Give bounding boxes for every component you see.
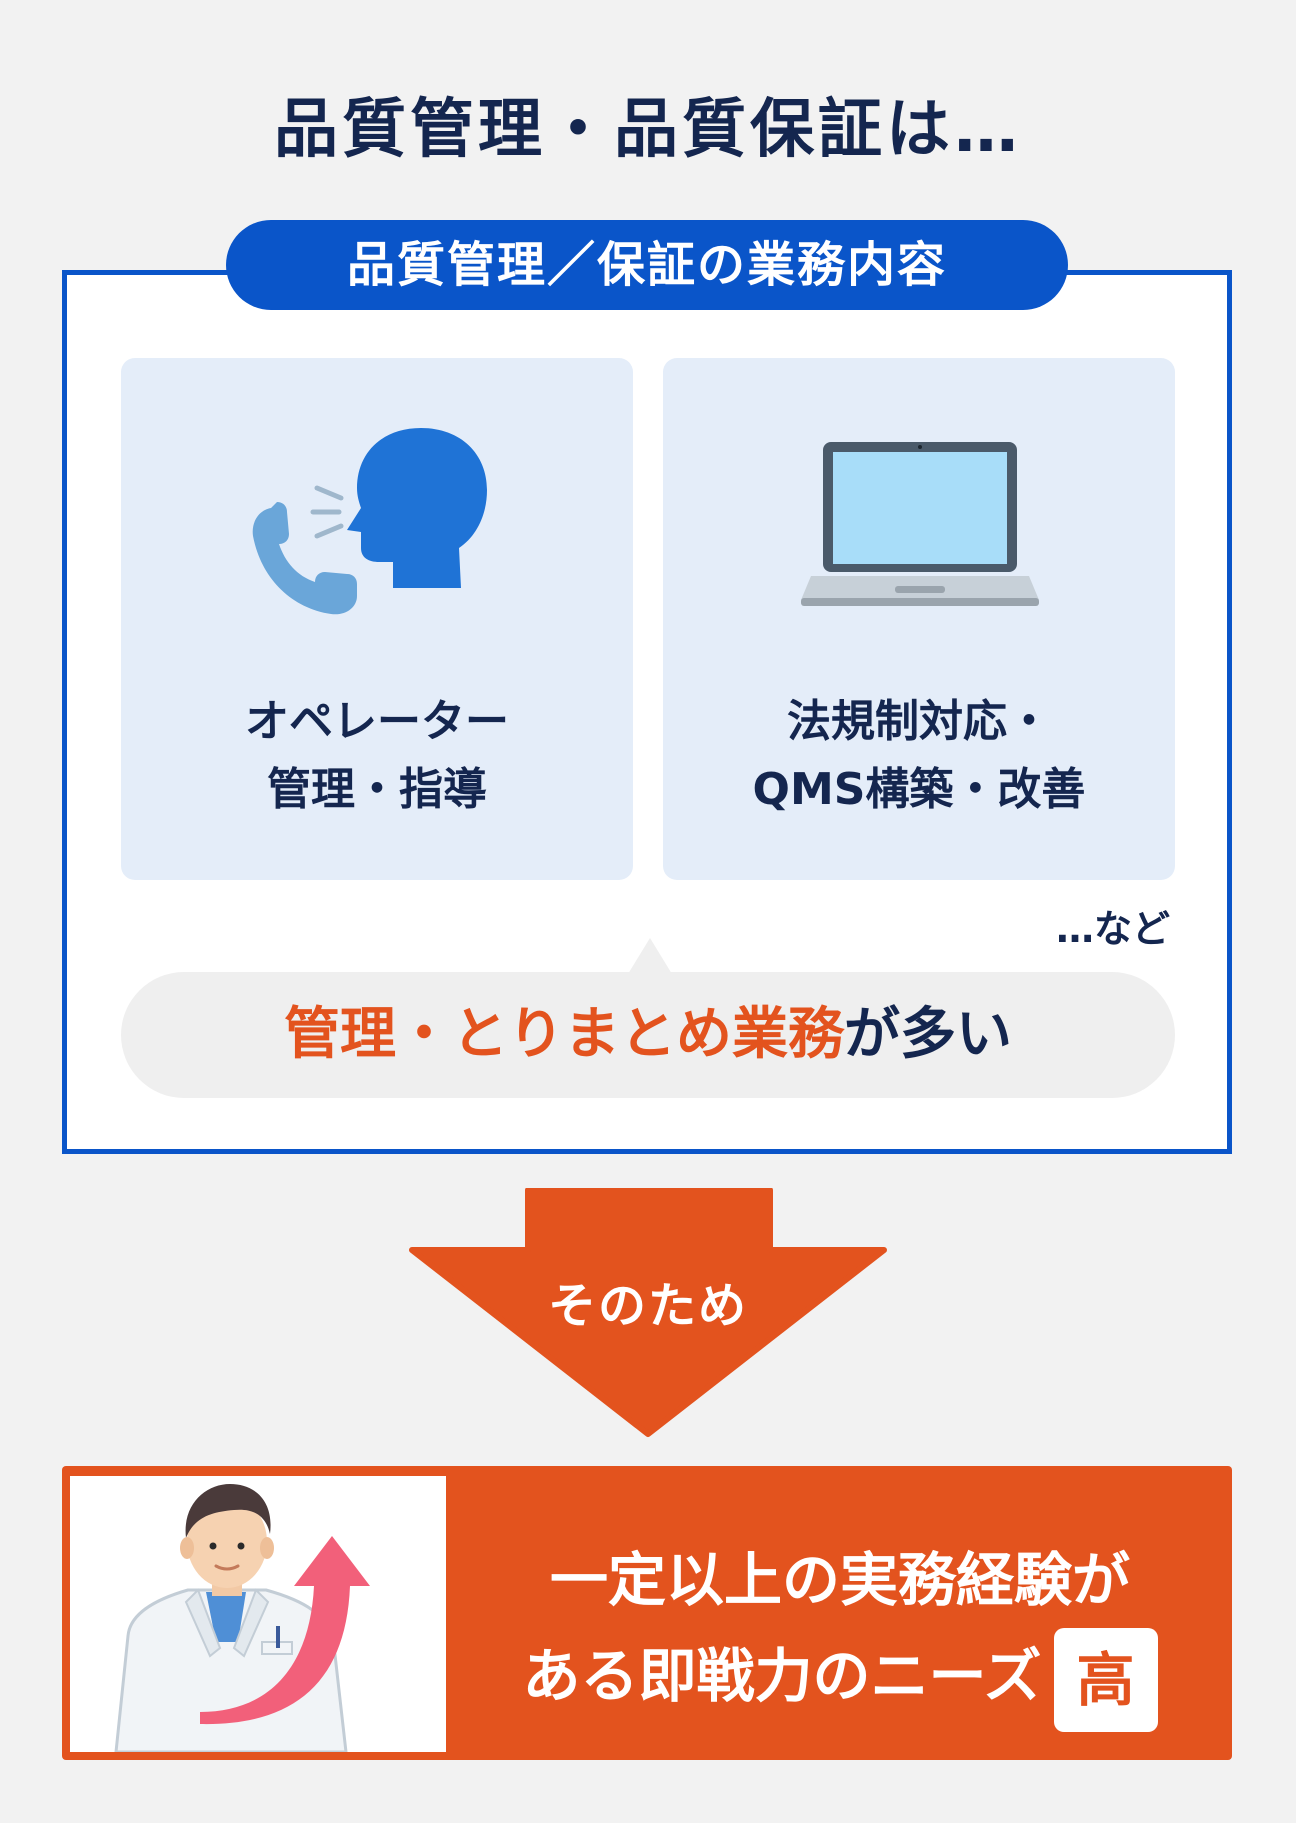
page-title: 品質管理・品質保証は… <box>274 93 1022 167</box>
phone-speaking-person-icon <box>121 418 633 618</box>
card-line-2: QMS構築・改善 <box>752 764 1086 815</box>
laptop-icon <box>663 418 1175 618</box>
doctor-illustration <box>70 1476 446 1752</box>
down-arrow-icon <box>0 1187 1296 1438</box>
result-text: 一定以上の実務経験が ある即戦力のニーズ高 <box>470 1532 1210 1732</box>
bubble-accent-text: 管理・とりまとめ業務 <box>284 1002 844 1067</box>
summary-bubble: 管理・とりまとめ業務が多い <box>121 972 1175 1098</box>
card-regulation-qms: 法規制対応・ QMS構築・改善 <box>663 358 1175 880</box>
card-operator-management: オペレーター 管理・指導 <box>121 358 633 880</box>
card-line-2: 管理・指導 <box>267 764 487 815</box>
result-line-2: ある即戦力のニーズ <box>522 1642 1042 1711</box>
result-line-1: 一定以上の実務経験が <box>549 1546 1130 1614</box>
etc-note: …など <box>1055 907 1170 951</box>
card-line-1: 法規制対応・ <box>787 696 1051 747</box>
arrow-label: そのため <box>547 1278 748 1334</box>
bubble-tail <box>628 938 672 974</box>
box-label: 品質管理／保証の業務内容 <box>226 220 1068 310</box>
bubble-rest-text: が多い <box>844 1002 1012 1067</box>
card-line-1: オペレーター <box>245 696 509 747</box>
high-badge: 高 <box>1053 1628 1158 1732</box>
